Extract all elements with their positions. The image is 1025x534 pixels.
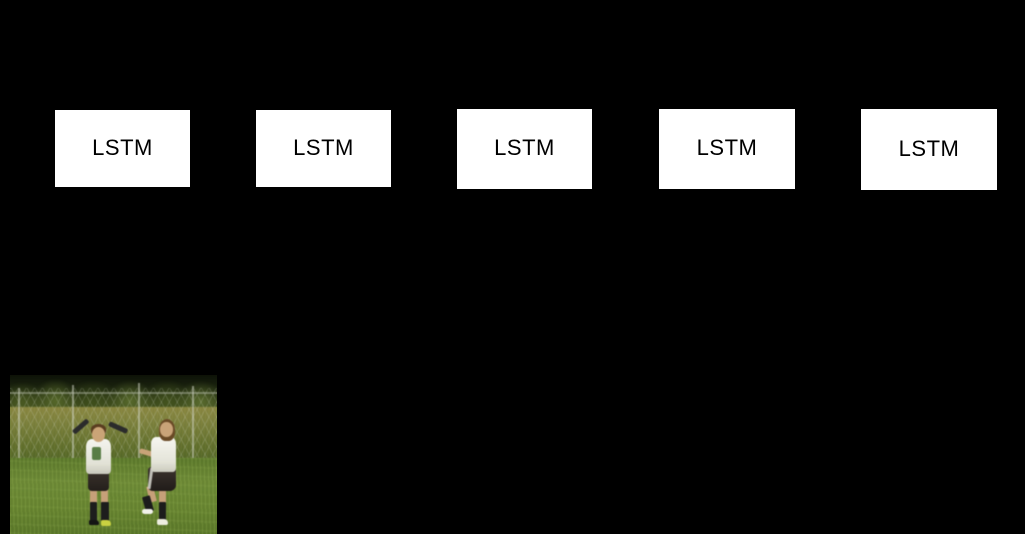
lstm-cell-1[interactable]: LSTM	[55, 110, 190, 187]
lstm-cell-5-label: LSTM	[898, 135, 960, 161]
lstm-cell-5[interactable]: LSTM	[861, 109, 997, 190]
lstm-cell-4-label: LSTM	[696, 135, 758, 160]
lstm-cell-2-label: LSTM	[293, 134, 354, 160]
lstm-cell-2[interactable]: LSTM	[256, 110, 391, 187]
lstm-cell-1-label: LSTM	[92, 134, 153, 160]
lstm-cell-4[interactable]: LSTM	[659, 109, 795, 189]
lstm-cell-3[interactable]: LSTM	[457, 109, 592, 189]
photo-soft-focus-overlay	[10, 375, 217, 534]
lstm-cell-3-label: LSTM	[494, 135, 555, 160]
input-image-thumbnail	[10, 375, 217, 534]
